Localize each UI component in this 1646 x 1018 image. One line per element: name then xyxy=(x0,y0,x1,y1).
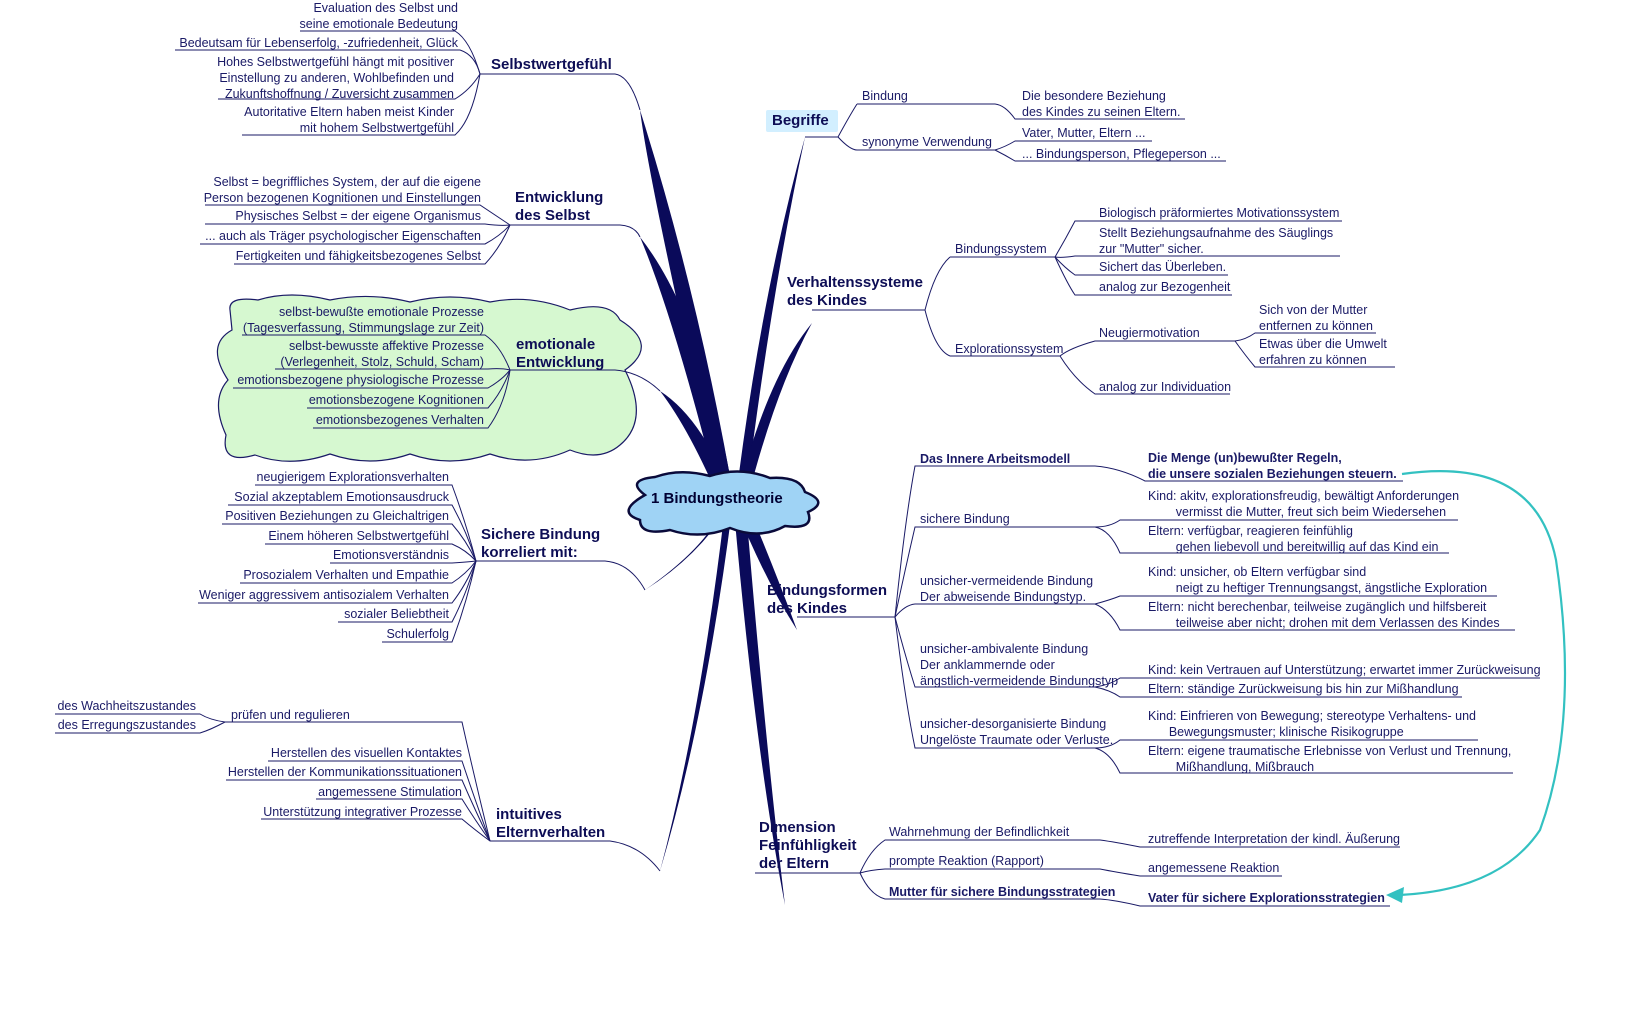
branch-intuitives xyxy=(660,508,732,871)
topic-feinfuehligkeit[interactable]: Dimension Feinfühligkeit der Eltern xyxy=(759,819,857,872)
subtopic-emotionsausdruck[interactable]: Sozial akzeptablem Emotionsausdruck xyxy=(234,490,449,504)
connectors xyxy=(55,30,1540,907)
arrowhead-icon xyxy=(1386,887,1404,903)
topic-selbstwertgefuehl[interactable]: Selbstwertgefühl xyxy=(491,56,612,73)
subtopic-erregung[interactable]: des Erregungszustandes xyxy=(57,718,196,732)
subtopic-fertigkeiten[interactable]: Fertigkeiten und fähigkeitsbezogenes Sel… xyxy=(235,249,481,263)
subtopic-schulerfolg[interactable]: Schulerfolg xyxy=(386,627,449,641)
branch-feinfuehligkeit xyxy=(734,508,785,905)
subtopic-beliebtheit[interactable]: sozialer Beliebtheit xyxy=(344,607,449,621)
topic-begriffe[interactable]: Begriffe xyxy=(772,112,829,129)
branch-bindungsformen xyxy=(735,506,797,630)
subtopic-traeger[interactable]: ... auch als Träger psychologischer Eige… xyxy=(205,229,481,243)
branch-entwicklung xyxy=(640,237,735,505)
subtopic-vater-exploration[interactable]: Vater für sichere Explorationsstrategien xyxy=(1148,891,1385,905)
subtopic-kommunikation[interactable]: Herstellen der Kommunikationssituationen xyxy=(227,765,462,779)
topic-bindungsformen[interactable]: Bindungsformen des Kindes xyxy=(767,582,887,617)
topic-entwicklung-selbst[interactable]: Entwicklung des Selbst xyxy=(515,189,604,224)
subtopic-motivationssystem[interactable]: Biologisch präformiertes Motivationssyst… xyxy=(1099,206,1340,220)
subtopic-autoritative-eltern[interactable]: Autoritative Eltern haben meist Kinder m… xyxy=(244,105,454,135)
subtopic-selbst-bewusste-emotionale[interactable]: selbst-bewußte emotionale Prozesse (Tage… xyxy=(242,305,484,335)
subtopic-ambivalent-kind[interactable]: Kind: kein Vertrauen auf Unterstützung; … xyxy=(1148,663,1541,677)
subtopic-mutter-bindung[interactable]: Mutter für sichere Bindungsstrategien xyxy=(889,885,1116,899)
subtopic-ueberleben[interactable]: Sichert das Überleben. xyxy=(1099,260,1227,274)
subtopic-visueller-kontakt[interactable]: Herstellen des visuellen Kontaktes xyxy=(270,746,462,760)
subtopic-stimulation[interactable]: angemessene Stimulation xyxy=(318,785,462,799)
relation-arrow xyxy=(1399,470,1567,897)
subtopic-desorganisiert-kind[interactable]: Kind: Einfrieren von Bewegung; stereotyp… xyxy=(1148,709,1476,739)
subtopic-evaluation[interactable]: Evaluation des Selbst und seine emotiona… xyxy=(299,1,458,31)
topic-emotionale-entwicklung[interactable]: emotionale Entwicklung xyxy=(516,336,605,371)
central-topic[interactable]: 1 Bindungstheorie xyxy=(651,490,783,507)
topic-intuitives-elternverhalten[interactable]: intuitives Elternverhalten xyxy=(496,806,606,841)
subtopic-unsicher-desorganisiert[interactable]: unsicher-desorganisierte Bindung Ungelös… xyxy=(920,717,1114,747)
subtopic-individuation[interactable]: analog zur Individuation xyxy=(1099,380,1232,394)
subtopic-integrative-prozesse[interactable]: Unterstützung integrativer Prozesse xyxy=(263,805,462,819)
subtopic-physiologische[interactable]: emotionsbezogene physiologische Prozesse xyxy=(237,373,484,387)
subtopic-physisches-selbst[interactable]: Physisches Selbst = der eigene Organismu… xyxy=(235,209,481,223)
subtopic-umwelt[interactable]: Etwas über die Umwelt erfahren zu können xyxy=(1259,337,1387,367)
topic-sichere-bindung[interactable]: Sichere Bindung korreliert mit: xyxy=(481,526,601,561)
subtopic-unsicher-ambivalent[interactable]: unsicher-ambivalente Bindung Der anklamm… xyxy=(920,642,1119,688)
subtopic-bindungsperson[interactable]: ... Bindungsperson, Pflegeperson ... xyxy=(1022,147,1221,161)
subtopic-bindung[interactable]: Bindung xyxy=(862,89,908,103)
subtopic-wachheit[interactable]: des Wachheitszustandes xyxy=(57,699,196,713)
subtopic-ambivalent-eltern[interactable]: Eltern: ständige Zurückweisung bis hin z… xyxy=(1148,682,1459,696)
branch-verhalten xyxy=(735,323,812,505)
center-cloud xyxy=(627,470,820,536)
subtopic-selbst-bewusste-affektive[interactable]: selbst-bewusste affektive Prozesse (Verl… xyxy=(280,339,484,369)
subtopic-sichere-bindung[interactable]: sichere Bindung xyxy=(920,512,1010,526)
begriffe-highlight xyxy=(766,110,838,132)
subtopic-unsicher-vermeidend[interactable]: unsicher-vermeidende Bindung Der abweise… xyxy=(920,574,1094,604)
topic-verhaltenssysteme[interactable]: Verhaltenssysteme des Kindes xyxy=(787,274,923,309)
subtopic-bindungssystem[interactable]: Bindungssystem xyxy=(955,242,1047,256)
subtopic-vermeidend-eltern[interactable]: Eltern: nicht berechenbar, teilweise zug… xyxy=(1148,600,1500,630)
subtopic-prosozial[interactable]: Prosozialem Verhalten und Empathie xyxy=(243,568,449,582)
subtopic-synonyme-verwendung[interactable]: synonyme Verwendung xyxy=(862,135,992,149)
subtopic-arbeitsmodell[interactable]: Das Innere Arbeitsmodell xyxy=(920,452,1071,466)
subtopic-sicher-eltern[interactable]: Eltern: verfügbar, reagieren feinfühlig … xyxy=(1148,524,1439,554)
subtopic-verhalten[interactable]: emotionsbezogenes Verhalten xyxy=(315,413,484,427)
subtopic-bedeutsam[interactable]: Bedeutsam für Lebenserfolg, -zufriedenhe… xyxy=(179,36,458,50)
subtopic-aggressiv[interactable]: Weniger aggressivem antisozialem Verhalt… xyxy=(199,588,449,602)
subtopic-prompte-reaktion[interactable]: prompte Reaktion (Rapport) xyxy=(889,854,1044,868)
subtopic-explorationsverhalten[interactable]: neugierigem Explorationsverhalten xyxy=(256,470,449,484)
subtopic-neugiermotivation[interactable]: Neugiermotivation xyxy=(1099,326,1200,340)
subtopic-vermeidend-kind[interactable]: Kind: unsicher, ob Eltern verfügbar sind… xyxy=(1148,565,1488,595)
subtopic-entfernen[interactable]: Sich von der Mutter entfernen zu können xyxy=(1259,303,1373,333)
subtopic-beziehungsaufnahme[interactable]: Stellt Beziehungsaufnahme des Säuglings … xyxy=(1099,226,1334,256)
subtopic-angemessene-reaktion[interactable]: angemessene Reaktion xyxy=(1148,861,1280,875)
subtopic-sicher-kind[interactable]: Kind: akitv, explorationsfreudig, bewält… xyxy=(1148,489,1460,519)
subtopic-pruefen-regulieren[interactable]: prüfen und regulieren xyxy=(231,708,350,722)
subtopic-wahrnehmung[interactable]: Wahrnehmung der Befindlichkeit xyxy=(889,825,1070,839)
subtopic-vater-mutter[interactable]: Vater, Mutter, Eltern ... xyxy=(1022,126,1146,140)
branch-begriffe xyxy=(735,137,805,505)
subtopic-bindung-definition[interactable]: Die besondere Beziehung des Kindes zu se… xyxy=(1022,89,1181,119)
subtopic-interpretation[interactable]: zutreffende Interpretation der kindl. Äu… xyxy=(1148,832,1401,846)
subtopic-bezogenheit[interactable]: analog zur Bezogenheit xyxy=(1099,280,1231,294)
subtopic-explorationssystem[interactable]: Explorationssystem xyxy=(955,342,1064,356)
subtopic-desorganisiert-eltern[interactable]: Eltern: eigene traumatische Erlebnisse v… xyxy=(1148,744,1512,774)
emotion-cloud xyxy=(216,294,642,462)
subtopic-gleichaltrige[interactable]: Positiven Beziehungen zu Gleichaltrigen xyxy=(225,509,449,523)
subtopic-selbstwert[interactable]: Einem höheren Selbstwertgefühl xyxy=(268,529,449,543)
subtopic-kognitionen[interactable]: emotionsbezogene Kognitionen xyxy=(308,393,484,407)
subtopic-hohes-selbstwert[interactable]: Hohes Selbstwertgefühl hängt mit positiv… xyxy=(217,55,454,101)
subtopic-arbeitsmodell-definition[interactable]: Die Menge (un)bewußter Regeln, die unser… xyxy=(1148,451,1397,481)
subtopic-emotionsverstaendnis[interactable]: Emotionsverständnis xyxy=(332,548,449,562)
subtopic-selbst-begriff[interactable]: Selbst = begriffliches System, der auf d… xyxy=(203,175,481,205)
